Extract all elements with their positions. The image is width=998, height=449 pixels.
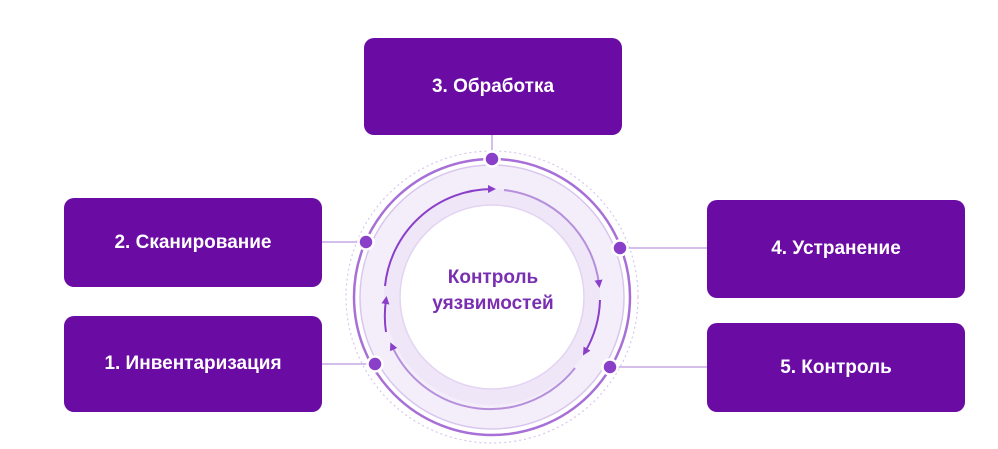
step-label-1: 1. Инвентаризация (104, 353, 282, 374)
step-box-4: 4. Устранение (707, 200, 965, 298)
step-label-4: 4. Устранение (771, 238, 901, 259)
arc-arrow-bottom (390, 342, 576, 411)
step-box-3: 3. Обработка (364, 38, 622, 135)
node-dot-step-4 (611, 239, 629, 257)
center-title-line-1: Контроль (447, 267, 539, 288)
node-dot-step-5 (601, 358, 619, 376)
step-label-3: 3. Обработка (431, 75, 555, 97)
node-dot-step-2 (357, 233, 375, 251)
outer-dotted-ring (345, 150, 639, 444)
step-box-1: 1. Инвентаризация (64, 316, 322, 412)
center-title-line-2: уязвимостей (432, 293, 554, 314)
step-box-5: 5. Контроль (707, 323, 965, 412)
arc-arrow-left (381, 296, 390, 333)
center-circle (399, 204, 585, 390)
center-title: Контроль уязвимостей (393, 265, 593, 317)
step-label-2: 2. Сканирование (114, 231, 272, 253)
step-label-5: 5. Контроль (780, 356, 892, 378)
step-box-2: 2. Сканирование (64, 198, 322, 287)
arc-arrow-top (384, 185, 496, 287)
arc-arrow-bottom-right (582, 299, 601, 356)
arc-arrow-right (503, 189, 603, 288)
node-dot-step-3 (483, 150, 501, 168)
node-dot-step-1 (366, 355, 384, 373)
